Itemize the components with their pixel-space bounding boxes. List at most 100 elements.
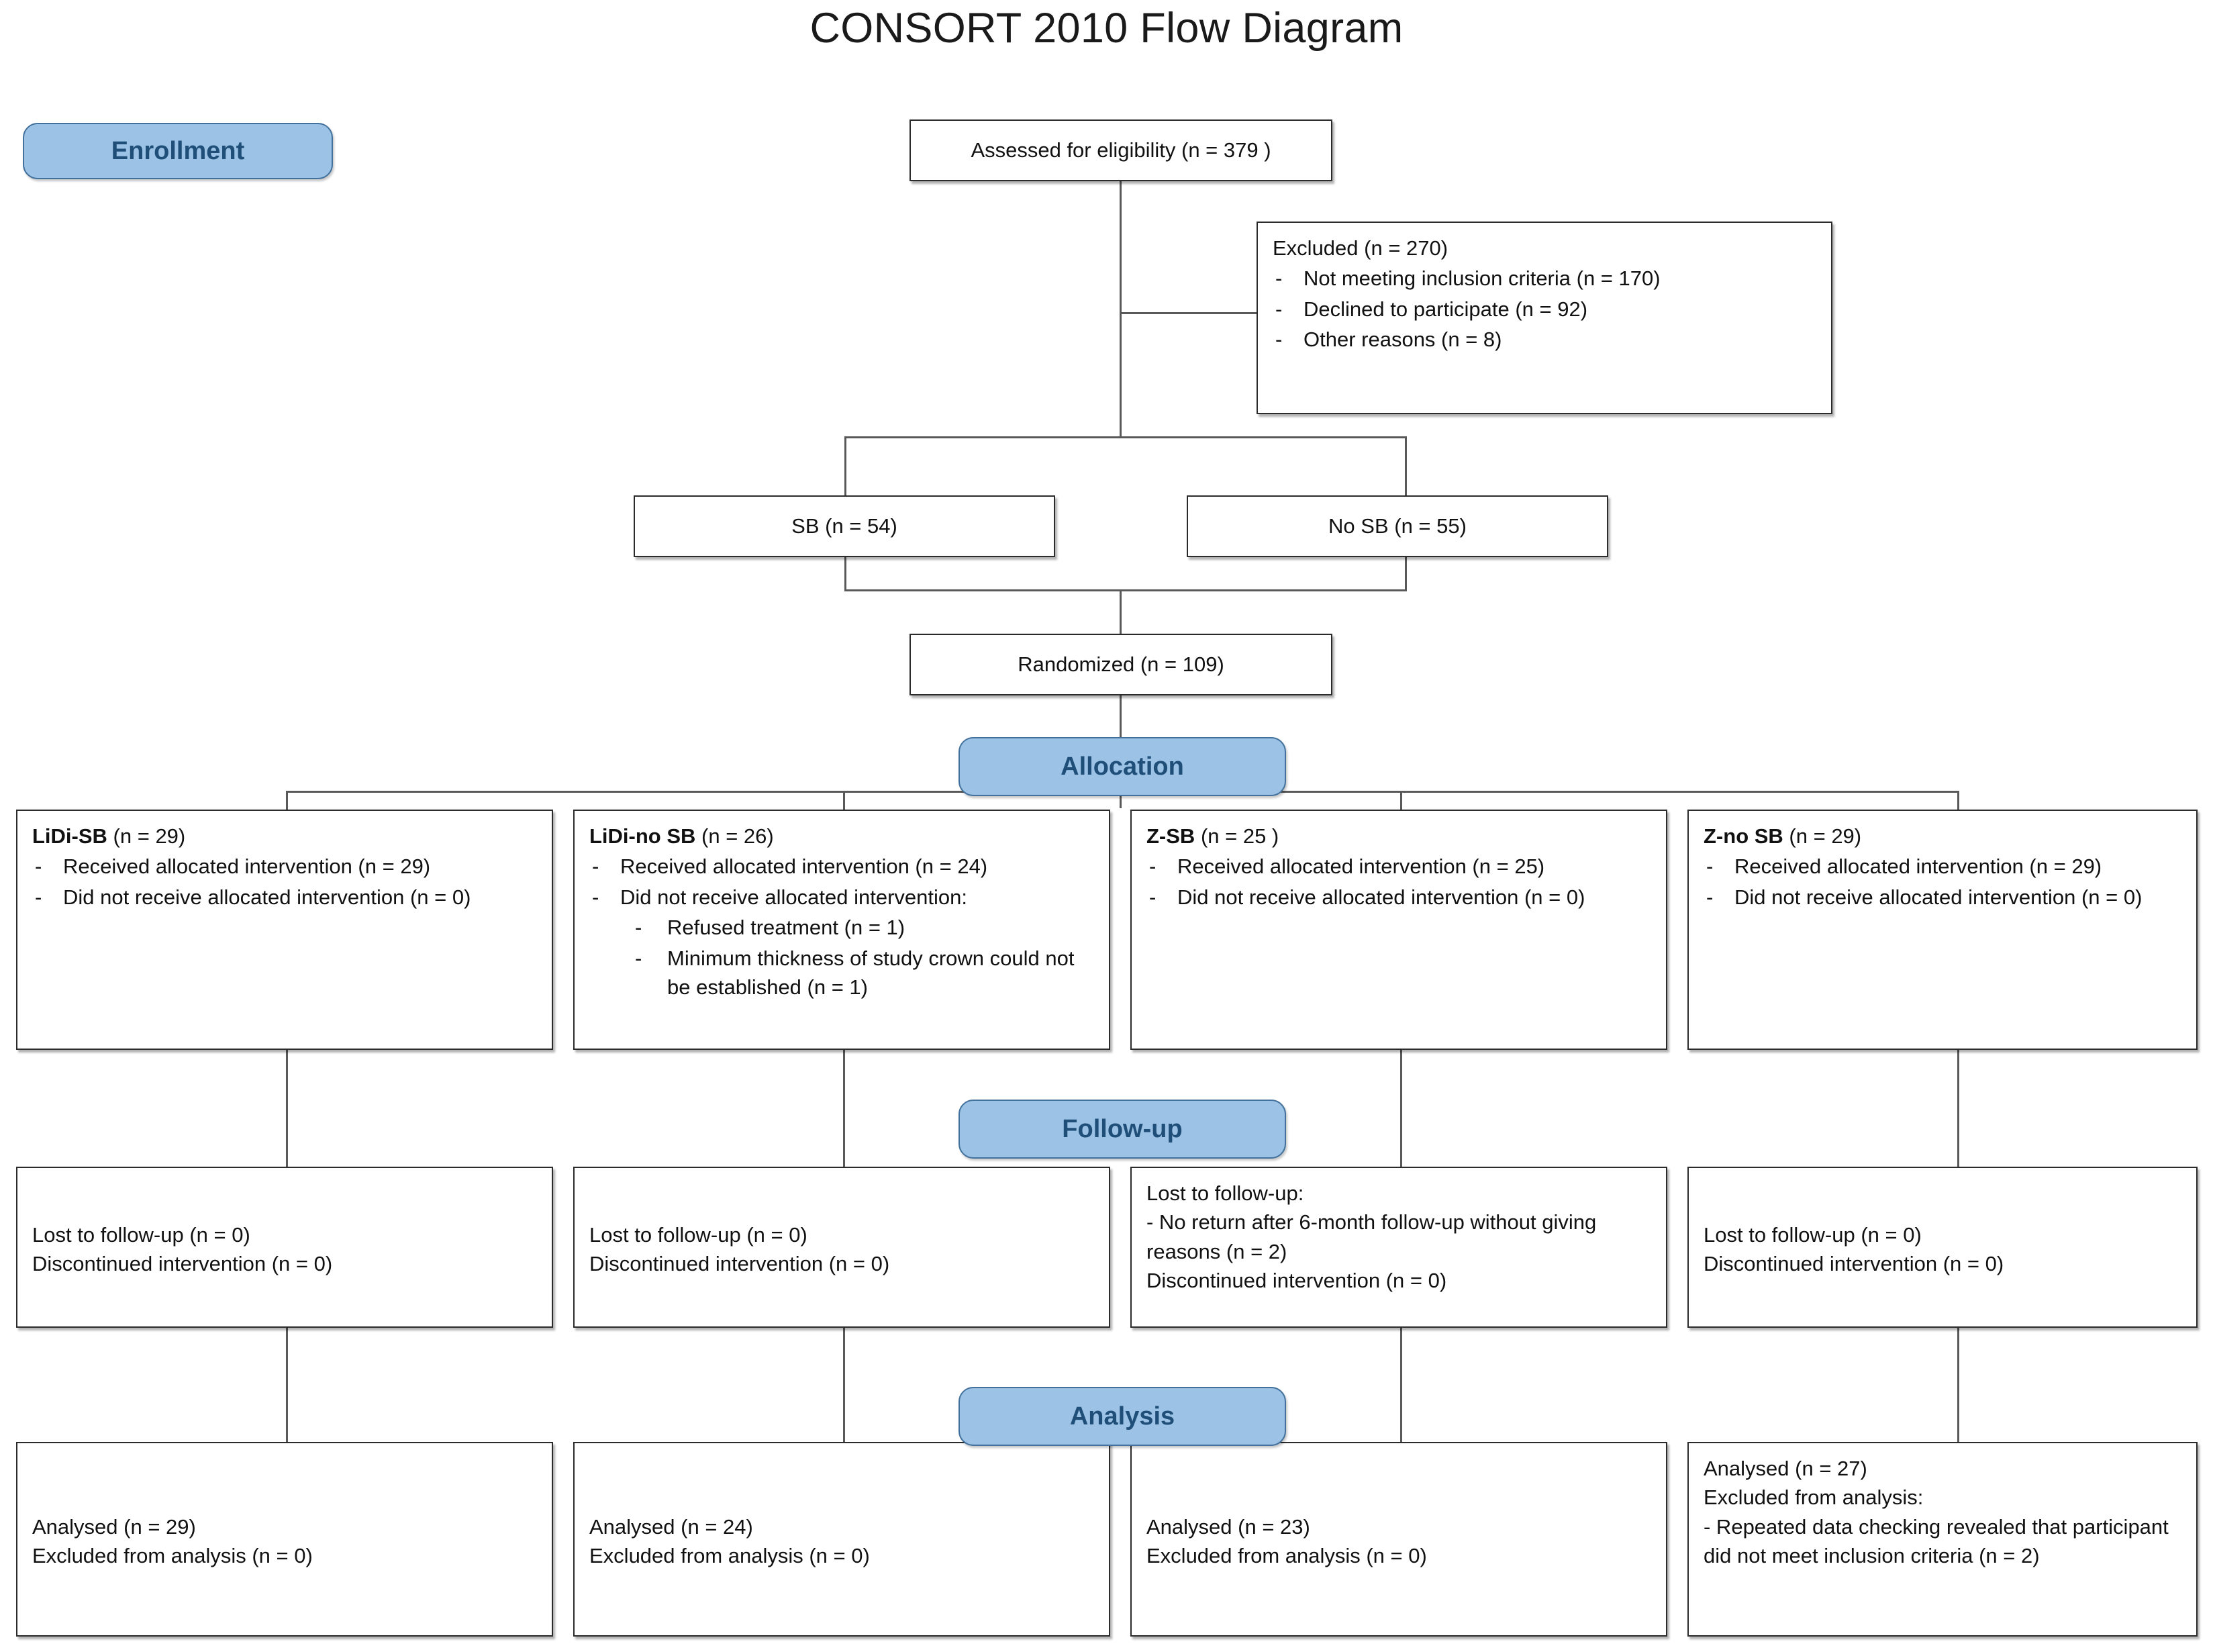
allocation-group-name: Z-no SB <box>1704 824 1783 848</box>
connector-nosb-down <box>1405 557 1407 591</box>
no-sb-text: No SB (n = 55) <box>1328 514 1467 538</box>
allocation-group-title: LiDi-no SB (n = 26) <box>589 822 1094 851</box>
box-followup-lidi-no-sb: Lost to follow-up (n = 0) Discontinued i… <box>573 1167 1110 1328</box>
allocation-group-name: LiDi-no SB <box>589 824 696 848</box>
connector-eligibility-down <box>1120 181 1122 436</box>
sb-text: SB (n = 54) <box>791 514 897 538</box>
allocation-group-count: (n = 29) <box>1783 824 1862 848</box>
excluded-reason-list: Not meeting inclusion criteria (n = 170)… <box>1273 264 1816 354</box>
analysis-line: Excluded from analysis (n = 0) <box>1146 1544 1427 1567</box>
allocation-item-list: Received allocated intervention (n = 29)… <box>1704 852 2181 912</box>
followup-line: - No return after 6-month follow-up with… <box>1146 1210 1597 1263</box>
banner-allocation: Allocation <box>958 737 1286 796</box>
analysis-line: Excluded from analysis (n = 0) <box>589 1544 870 1567</box>
box-followup-z-no-sb: Lost to follow-up (n = 0) Discontinued i… <box>1687 1167 2198 1328</box>
connector-alloc-to-followup-2 <box>843 1050 845 1167</box>
allocation-item-list: Received allocated intervention (n = 25)… <box>1146 852 1651 912</box>
list-item-text: Did not receive allocated intervention: <box>620 885 967 909</box>
allocation-subitem-list: Refused treatment (n = 1) Minimum thickn… <box>620 913 1094 1002</box>
analysis-line: Analysed (n = 29) <box>32 1514 196 1539</box>
connector-alloc-drop-1 <box>286 791 288 810</box>
list-item: Minimum thickness of study crown could n… <box>635 944 1094 1002</box>
analysis-line: Analysed (n = 24) <box>589 1514 753 1539</box>
followup-line: Discontinued intervention (n = 0) <box>1704 1252 2004 1275</box>
followup-line: Discontinued intervention (n = 0) <box>1146 1269 1447 1293</box>
assessed-eligibility-text: Assessed for eligibility (n = 379 ) <box>971 138 1271 162</box>
connector-to-randomized <box>1120 589 1122 636</box>
analysis-line: Analysed (n = 23) <box>1146 1514 1310 1539</box>
randomized-text: Randomized (n = 109) <box>1018 652 1224 677</box>
box-analysis-lidi-no-sb: Analysed (n = 24) Excluded from analysis… <box>573 1442 1110 1637</box>
box-allocation-lidi-sb: LiDi-SB (n = 29) Received allocated inte… <box>16 810 553 1050</box>
box-assessed-eligibility: Assessed for eligibility (n = 379 ) <box>909 119 1332 181</box>
box-no-sb: No SB (n = 55) <box>1187 495 1608 557</box>
banner-allocation-label: Allocation <box>1061 752 1184 781</box>
connector-split-sb <box>844 436 1407 438</box>
box-sb: SB (n = 54) <box>634 495 1055 557</box>
banner-enrollment-label: Enrollment <box>111 136 245 165</box>
connector-followup-to-analysis-2 <box>843 1328 845 1442</box>
allocation-group-title: Z-SB (n = 25 ) <box>1146 822 1651 851</box>
list-item: Did not receive allocated intervention (… <box>35 883 537 912</box>
list-item: Received allocated intervention (n = 24) <box>592 852 1094 881</box>
connector-alloc-to-followup-1 <box>286 1050 288 1167</box>
allocation-group-title: Z-no SB (n = 29) <box>1704 822 2181 851</box>
banner-analysis: Analysis <box>958 1387 1286 1446</box>
connector-merge-randomized <box>844 589 1407 591</box>
allocation-item-list: Received allocated intervention (n = 24)… <box>589 852 1094 1002</box>
connector-drop-sb <box>844 436 846 497</box>
banner-followup-label: Follow-up <box>1062 1114 1183 1143</box>
list-item: Did not receive allocated intervention (… <box>1149 883 1651 912</box>
connector-to-excluded <box>1120 312 1257 314</box>
analysis-line: Excluded from analysis: <box>1704 1486 1924 1510</box>
analysis-line: Excluded from analysis (n = 0) <box>32 1544 313 1567</box>
allocation-group-count: (n = 26) <box>695 824 774 848</box>
box-followup-z-sb: Lost to follow-up: - No return after 6-m… <box>1130 1167 1667 1328</box>
followup-line: Discontinued intervention (n = 0) <box>589 1252 890 1275</box>
allocation-group-title: LiDi-SB (n = 29) <box>32 822 537 851</box>
page-title: CONSORT 2010 Flow Diagram <box>809 5 1404 52</box>
box-analysis-z-sb: Analysed (n = 23) Excluded from analysis… <box>1130 1442 1667 1637</box>
banner-analysis-label: Analysis <box>1069 1402 1175 1430</box>
allocation-group-name: LiDi-SB <box>32 824 107 848</box>
list-item: Did not receive allocated intervention (… <box>1706 883 2181 912</box>
analysis-line: - Repeated data checking revealed that p… <box>1704 1514 2169 1568</box>
list-item: Not meeting inclusion criteria (n = 170) <box>1275 264 1816 293</box>
box-followup-lidi-sb: Lost to follow-up (n = 0) Discontinued i… <box>16 1167 553 1328</box>
allocation-group-count: (n = 29) <box>107 824 186 848</box>
box-allocation-z-no-sb: Z-no SB (n = 29) Received allocated inte… <box>1687 810 2198 1050</box>
followup-line: Discontinued intervention (n = 0) <box>32 1252 333 1275</box>
box-allocation-z-sb: Z-SB (n = 25 ) Received allocated interv… <box>1130 810 1667 1050</box>
allocation-group-count: (n = 25 ) <box>1195 824 1279 848</box>
connector-followup-to-analysis-4 <box>1957 1328 1959 1442</box>
banner-enrollment: Enrollment <box>23 123 333 179</box>
box-analysis-lidi-sb: Analysed (n = 29) Excluded from analysis… <box>16 1442 553 1637</box>
analysis-line: Analysed (n = 27) <box>1704 1457 1867 1480</box>
connector-alloc-to-followup-3 <box>1400 1050 1402 1167</box>
followup-line: Lost to follow-up (n = 0) <box>32 1222 250 1247</box>
list-item: Refused treatment (n = 1) <box>635 913 1094 942</box>
allocation-group-name: Z-SB <box>1146 824 1195 848</box>
allocation-item-list: Received allocated intervention (n = 29)… <box>32 852 537 912</box>
list-item: Received allocated intervention (n = 29) <box>1706 852 2181 881</box>
excluded-heading: Excluded (n = 270) <box>1273 236 1448 260</box>
followup-line: Lost to follow-up (n = 0) <box>1704 1222 1922 1247</box>
box-allocation-lidi-no-sb: LiDi-no SB (n = 26) Received allocated i… <box>573 810 1110 1050</box>
list-item: Received allocated intervention (n = 25) <box>1149 852 1651 881</box>
followup-line: Lost to follow-up (n = 0) <box>589 1222 807 1247</box>
box-excluded: Excluded (n = 270) Not meeting inclusion… <box>1257 222 1832 414</box>
box-randomized: Randomized (n = 109) <box>909 634 1332 695</box>
list-item: Received allocated intervention (n = 29) <box>35 852 537 881</box>
connector-alloc-drop-2 <box>843 791 845 810</box>
box-analysis-z-no-sb: Analysed (n = 27) Excluded from analysis… <box>1687 1442 2198 1637</box>
connector-alloc-to-followup-4 <box>1957 1050 1959 1167</box>
connector-alloc-drop-4 <box>1957 791 1959 810</box>
list-item: Did not receive allocated intervention: … <box>592 883 1094 1002</box>
connector-alloc-drop-3 <box>1400 791 1402 810</box>
banner-followup: Follow-up <box>958 1100 1286 1159</box>
connector-drop-nosb <box>1405 436 1407 497</box>
connector-followup-to-analysis-3 <box>1400 1328 1402 1442</box>
connector-followup-to-analysis-1 <box>286 1328 288 1442</box>
list-item: Other reasons (n = 8) <box>1275 325 1816 354</box>
